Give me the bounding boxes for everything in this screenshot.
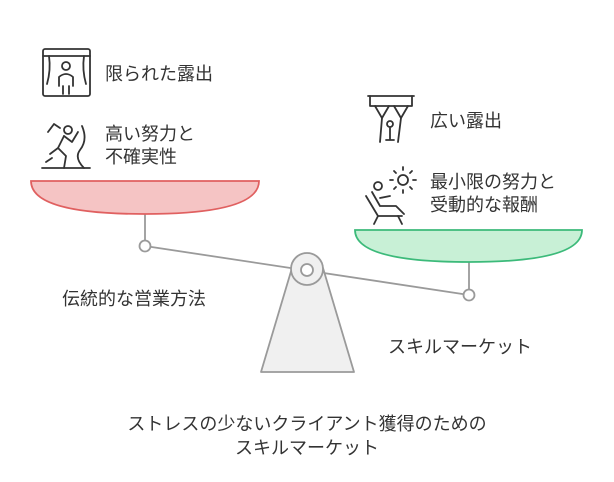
right-item-2-line-1: 最小限の努力と [430,172,556,193]
left-item-2-line-1: 高い努力と [105,124,195,145]
left-scale-pan [30,180,260,215]
right-scale-pan [354,229,583,263]
left-side-label: 伝統的な営業方法 [62,289,206,310]
right-item-1-text: 広い露出 [430,111,502,132]
left-pin [138,239,152,253]
left-item-2-line-2: 不確実性 [105,147,177,168]
climbing-person-icon [41,123,91,169]
caption-line-1: ストレスの少ないクライアント獲得のための [127,414,487,435]
left-item-1-text: 限られた露出 [105,64,213,85]
right-item-2-line-2: 受動的な報酬 [430,195,538,216]
caption-line-2: スキルマーケット [235,438,379,459]
relaxing-person-sun-icon [365,166,417,225]
right-pin [462,288,476,302]
theater-stage-icon [42,48,91,97]
right-side-label: スキルマーケット [388,337,532,358]
fulcrum-pivot [300,263,314,277]
stage-spotlight-icon [367,95,415,143]
